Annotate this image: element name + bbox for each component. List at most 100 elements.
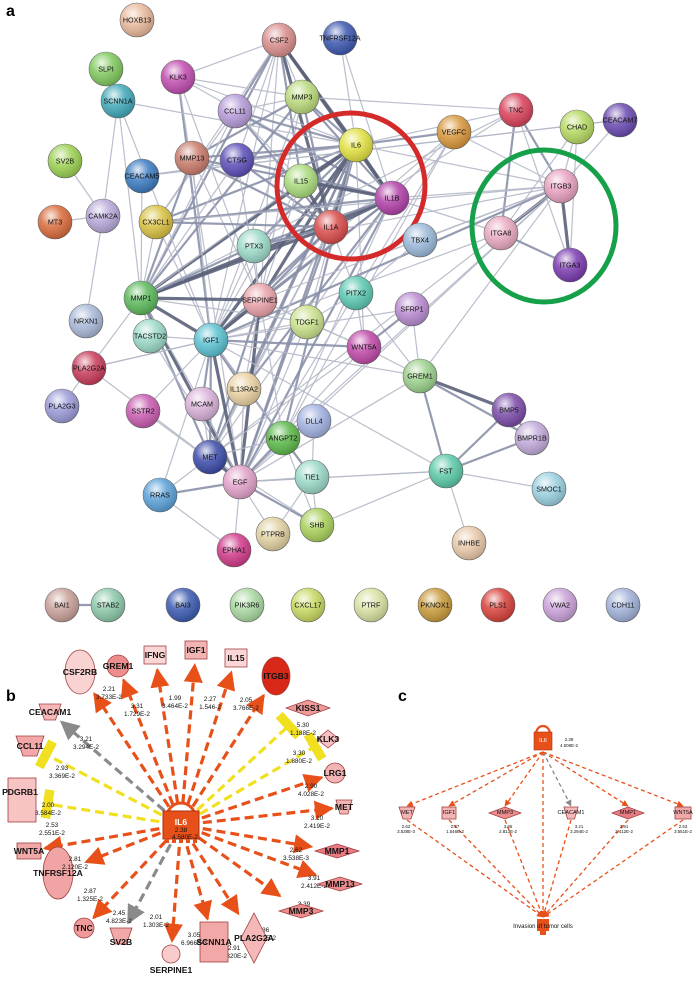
target-node-mmp1[interactable]: MMP13.912.412E-2 xyxy=(301,843,361,890)
edge-igf1-grem1 xyxy=(210,339,421,377)
node-cxcl17[interactable]: CXCL17 xyxy=(290,587,326,623)
node-sstr2[interactable]: SSTR2 xyxy=(125,393,161,429)
node-il15[interactable]: IL15 xyxy=(283,163,319,199)
node-camk2a[interactable]: CAMK2A xyxy=(85,198,121,234)
node-tacstd2[interactable]: TACSTD2 xyxy=(132,318,168,354)
node-ceacam5[interactable]: CEACAM5 xyxy=(125,158,160,194)
node-tdgf1[interactable]: TDGF1 xyxy=(289,304,325,340)
node-pknox1[interactable]: PKNOX1 xyxy=(417,587,453,623)
node-itgb3[interactable]: ITGB3 xyxy=(543,168,579,204)
node-bai3[interactable]: BAI3 xyxy=(165,587,201,623)
node-egf[interactable]: EGF xyxy=(222,464,258,500)
node-dll4[interactable]: DLL4 xyxy=(296,403,332,439)
node-bai1[interactable]: BAI1 xyxy=(44,587,80,623)
node-mcam[interactable]: MCAM xyxy=(184,386,220,422)
node-wnt5a[interactable]: WNT5A xyxy=(346,329,382,365)
node-rras[interactable]: RRAS xyxy=(142,477,178,513)
node-label: FST xyxy=(439,467,453,476)
node-angpt2[interactable]: ANGPT2 xyxy=(265,420,301,456)
node-sv2b[interactable]: SV2B xyxy=(47,143,83,179)
node-vegfc[interactable]: VEGFC xyxy=(436,114,472,150)
node-inhbe[interactable]: INHBE xyxy=(451,525,487,561)
node-chad[interactable]: CHAD xyxy=(559,109,595,145)
node-bmpr1b[interactable]: BMPR1B xyxy=(514,420,550,456)
c-outcome-node[interactable]: Invasion of tumor cells xyxy=(513,919,573,935)
node-mmp1[interactable]: MMP1 xyxy=(123,280,159,316)
node-cdh11[interactable]: CDH11 xyxy=(605,587,641,623)
node-ptx3[interactable]: PTX3 xyxy=(236,228,272,264)
node-scnn1a[interactable]: SCNN1A xyxy=(100,83,136,119)
node-il13ra2[interactable]: IL13RA2 xyxy=(226,371,262,407)
edge-z-value: 2.62 xyxy=(290,847,303,854)
node-mmp13[interactable]: MMP13 xyxy=(174,140,210,176)
node-pls1[interactable]: PLS1 xyxy=(480,587,516,623)
node-slpi[interactable]: SLPI xyxy=(88,51,124,87)
node-tnc[interactable]: TNC xyxy=(498,92,534,128)
node-igf1[interactable]: IGF1 xyxy=(193,322,229,358)
node-fst[interactable]: FST xyxy=(428,453,464,489)
node-pitx2[interactable]: PITX2 xyxy=(338,275,374,311)
node-klk3[interactable]: KLK3 xyxy=(160,59,196,95)
node-tbx4[interactable]: TBX4 xyxy=(402,222,438,258)
node-csf2[interactable]: CSF2 xyxy=(261,22,297,58)
node-cx3cl1[interactable]: CX3CL1 xyxy=(138,204,174,240)
node-il1a[interactable]: IL1A xyxy=(313,209,349,245)
node-hoxb13[interactable]: HOXB13 xyxy=(119,2,155,38)
node-pik3r6[interactable]: PIK3R6 xyxy=(229,587,265,623)
node-bmp5[interactable]: BMP5 xyxy=(491,392,527,428)
node-nrxn1[interactable]: NRXN1 xyxy=(68,303,104,339)
node-tie1[interactable]: TIE1 xyxy=(294,459,330,495)
node-il6[interactable]: IL6 xyxy=(338,127,374,163)
node-pla2g3[interactable]: PLA2G3 xyxy=(44,388,80,424)
node-ptrf[interactable]: PTRF xyxy=(353,587,389,623)
node-sfrp1[interactable]: SFRP1 xyxy=(394,291,430,327)
node-stab2[interactable]: STAB2 xyxy=(90,587,126,623)
node-mmp3[interactable]: MMP3 xyxy=(284,79,320,115)
node-grem1[interactable]: GREM1 xyxy=(402,358,438,394)
node-mt3[interactable]: MT3 xyxy=(37,204,73,240)
node-shb[interactable]: SHB xyxy=(299,507,335,543)
node-itga3[interactable]: ITGA3 xyxy=(552,247,588,283)
node-serpine1[interactable]: SERPINE1 xyxy=(242,282,278,318)
c-target-mmp1[interactable]: MMP13.912.412E-2 xyxy=(610,806,646,834)
node-itga8[interactable]: ITGA8 xyxy=(483,215,519,251)
node-pla2g2a[interactable]: PLA2G2A xyxy=(71,350,107,386)
node-vwa2[interactable]: VWA2 xyxy=(542,587,578,623)
node-il1b[interactable]: IL1B xyxy=(374,180,410,216)
node-tnfrsf12a[interactable]: TNFRSF12A xyxy=(319,20,361,56)
node-smoc1[interactable]: SMOC1 xyxy=(531,471,567,507)
node-ctsg[interactable]: CTSG xyxy=(219,142,255,178)
node-ccl11[interactable]: CCL11 xyxy=(217,93,253,129)
node-met[interactable]: MET xyxy=(192,439,228,475)
node-epha1[interactable]: EPHA1 xyxy=(216,532,252,568)
node-ptprb[interactable]: PTPRB xyxy=(255,516,291,552)
node-ceacam7[interactable]: CEACAM7 xyxy=(603,102,638,138)
